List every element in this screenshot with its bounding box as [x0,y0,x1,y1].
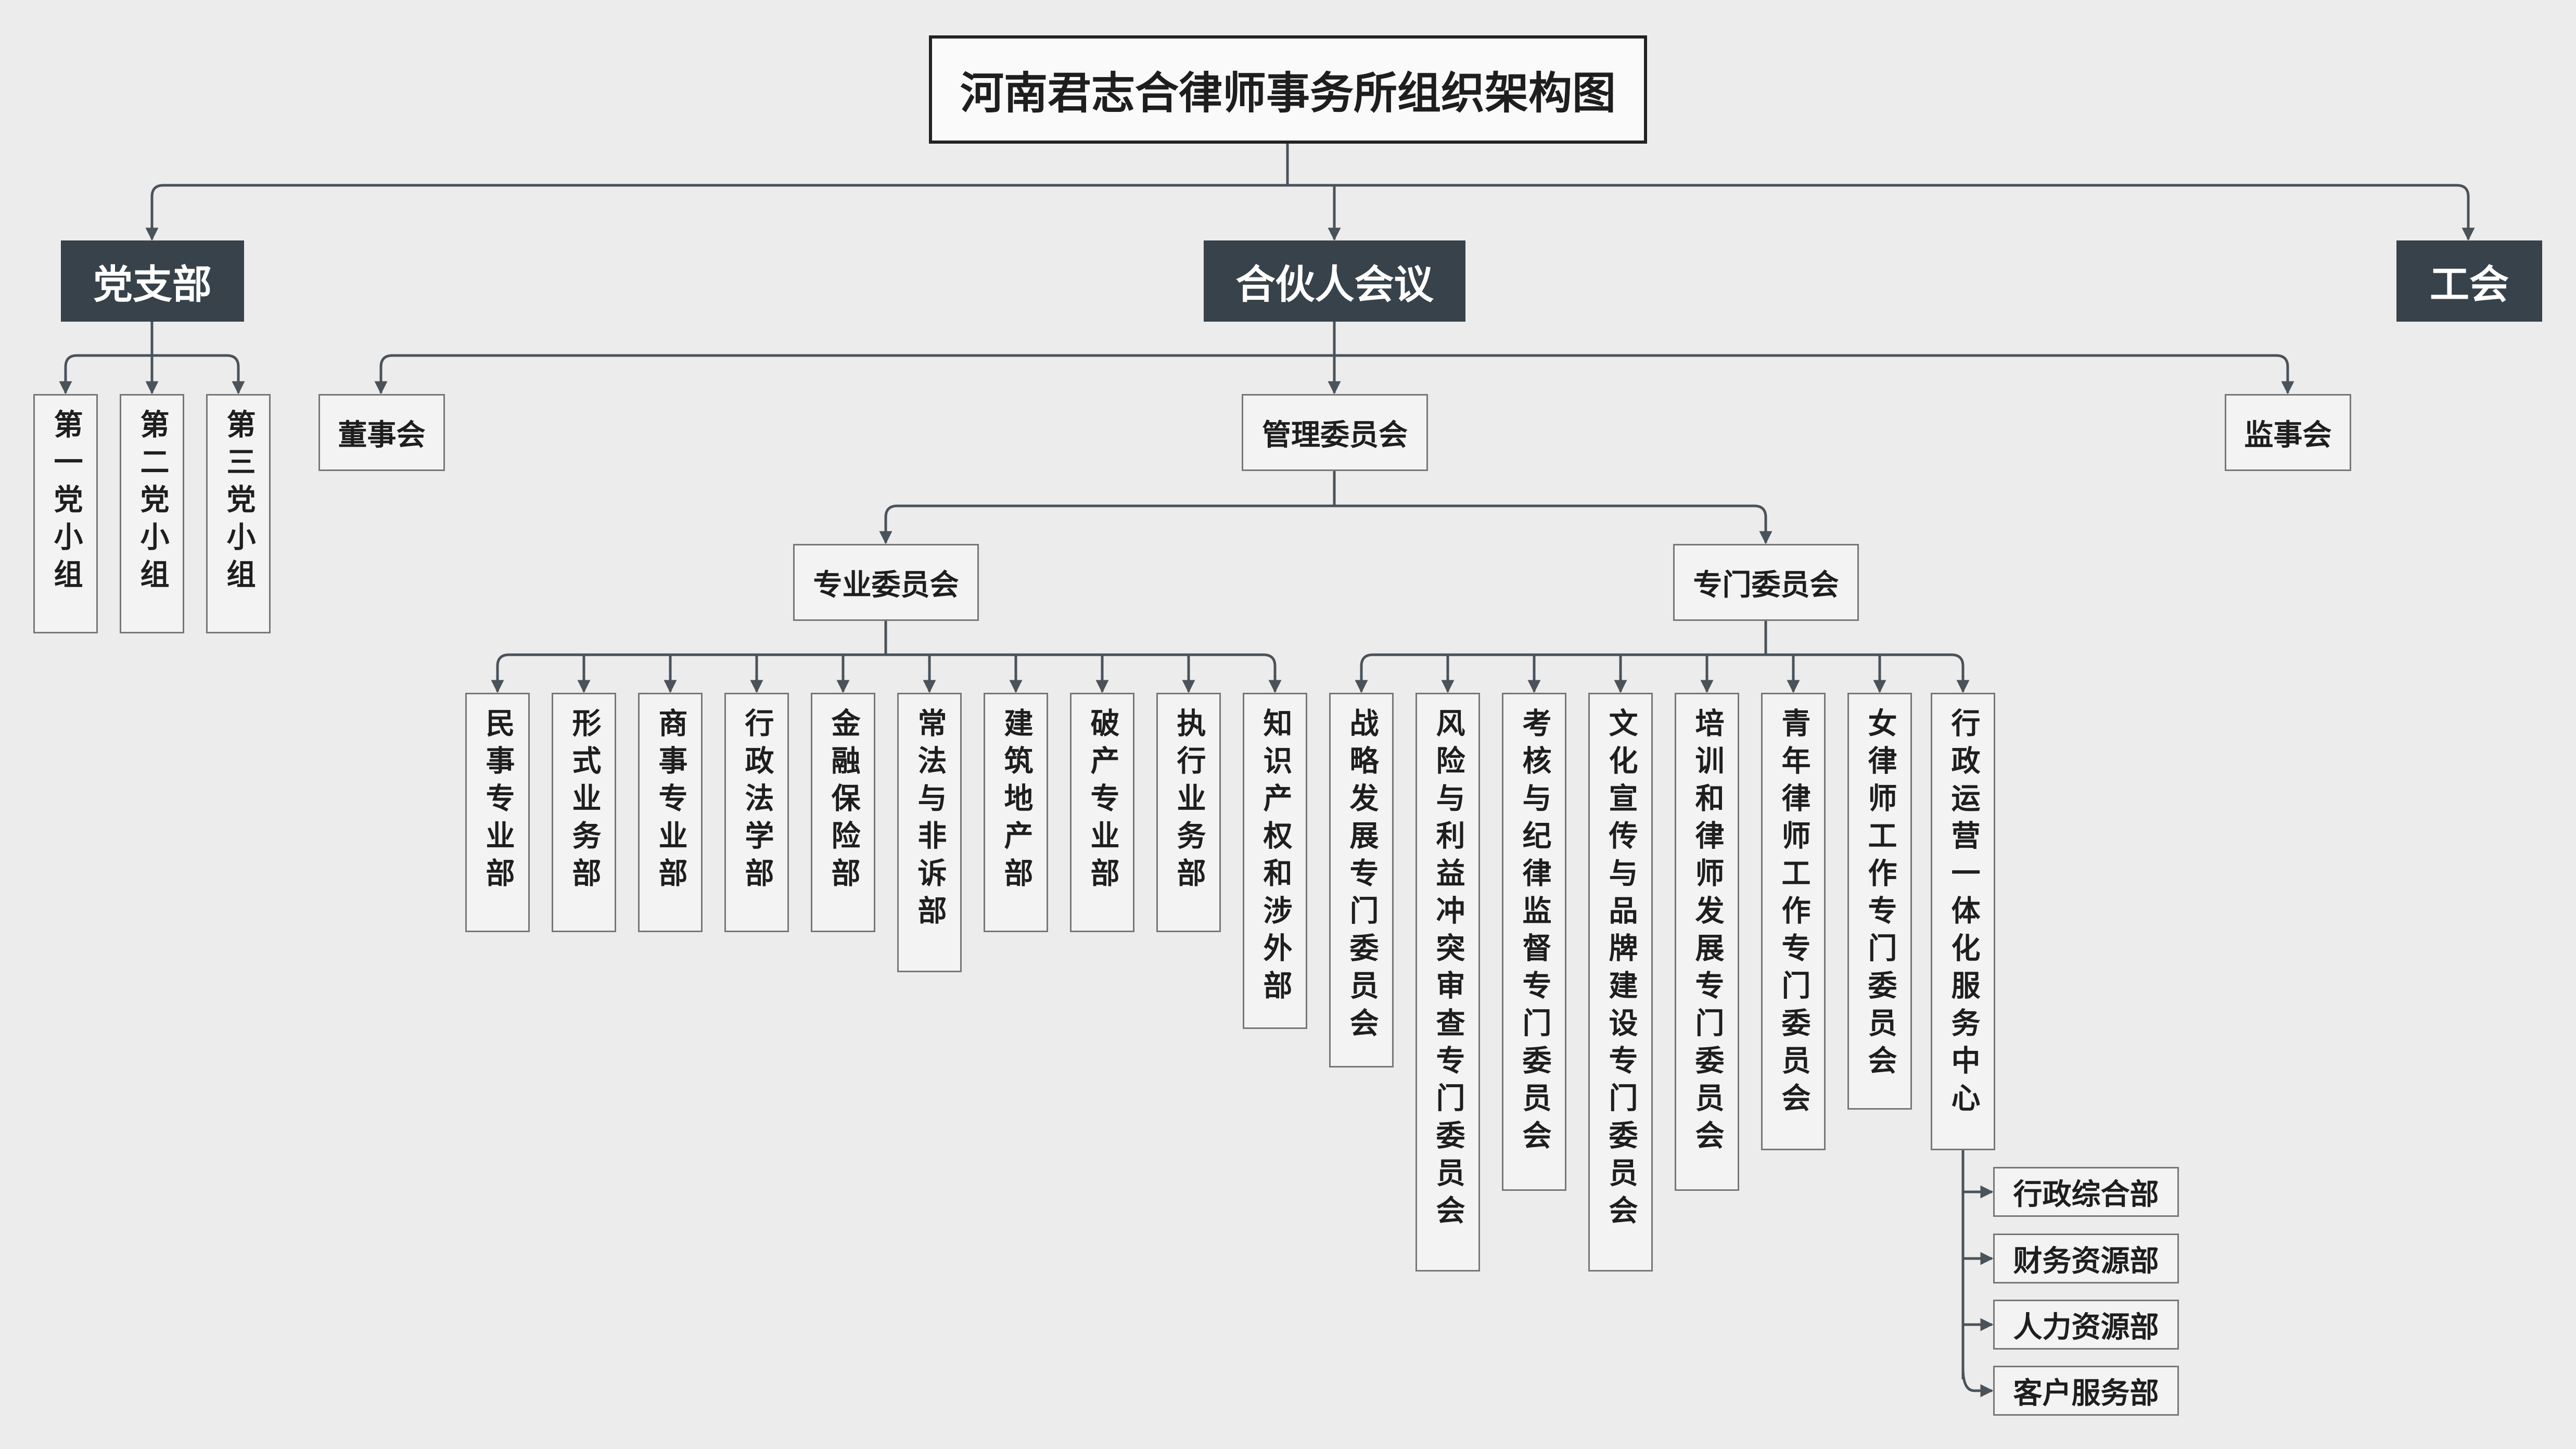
connector-12 [374,354,393,395]
special-committee-6: 青年律师工作专门委员会 [1761,693,1826,1150]
connector-9 [226,354,245,395]
service-dept-finance: 财务资源部 [1993,1234,2179,1283]
party-branch-box: 党支部 [61,240,244,322]
chart-title: 河南君志合律师事务所组织架构图 [929,35,1647,144]
connector-45 [1961,1367,1994,1397]
special-committee-3: 考核与纪律监督专门委员会 [1502,693,1566,1191]
service-dept-hr: 人力资源部 [1993,1300,2179,1350]
connector-21 [491,653,509,693]
special-committee-5: 培训和律师发展专门委员会 [1675,693,1739,1191]
special-committee-1: 战略发展专门委员会 [1329,693,1394,1067]
prof-dept-5: 金融保险部 [811,693,875,932]
supervisory-board-box: 监事会 [2225,394,2351,471]
prof-dept-4: 行政法学部 [724,693,789,932]
special-committee-7: 女律师工作专门委员会 [1847,693,1912,1110]
service-dept-customer: 客户服务部 [1993,1366,2179,1416]
special-committee-4: 文化宣传与品牌建设专门委员会 [1588,693,1653,1272]
prof-dept-8: 破产专业部 [1070,693,1134,932]
prof-dept-2: 形式业务部 [552,693,616,932]
union-box: 工会 [2396,240,2542,322]
prof-dept-1: 民事专业部 [465,693,530,932]
party-group-2: 第二党小组 [120,394,184,633]
party-group-1: 第一党小组 [33,394,98,633]
professional-committee-box: 专业委员会 [793,544,979,621]
connector-7 [59,354,78,395]
party-group-3: 第三党小组 [206,394,271,633]
connector-2 [145,184,164,241]
service-dept-admin: 行政综合部 [1993,1167,2179,1217]
prof-dept-10: 知识产权和涉外部 [1243,693,1307,1029]
connector-18 [1754,504,1772,544]
partners-meeting-box: 合伙人会议 [1204,240,1465,322]
connector-17 [879,504,898,544]
connector-14 [2276,354,2294,395]
prof-dept-6: 常法与非诉部 [897,693,962,972]
prof-dept-3: 商事专业部 [638,693,703,932]
special-committee-box: 专门委员会 [1673,544,1859,621]
special-committee-2: 风险与利益冲突审查专门委员会 [1415,693,1480,1272]
connector-33 [1355,653,1373,693]
prof-dept-9: 执行业务部 [1156,693,1221,932]
service-center-box: 行政运营一体化服务中心 [1931,693,1995,1150]
prof-dept-7: 建筑地产部 [984,693,1048,932]
management-committee-box: 管理委员会 [1242,394,1428,471]
connector-30 [1263,653,1282,693]
connector-40 [1951,653,1970,693]
connector-4 [2456,184,2475,241]
board-box: 董事会 [318,394,445,471]
